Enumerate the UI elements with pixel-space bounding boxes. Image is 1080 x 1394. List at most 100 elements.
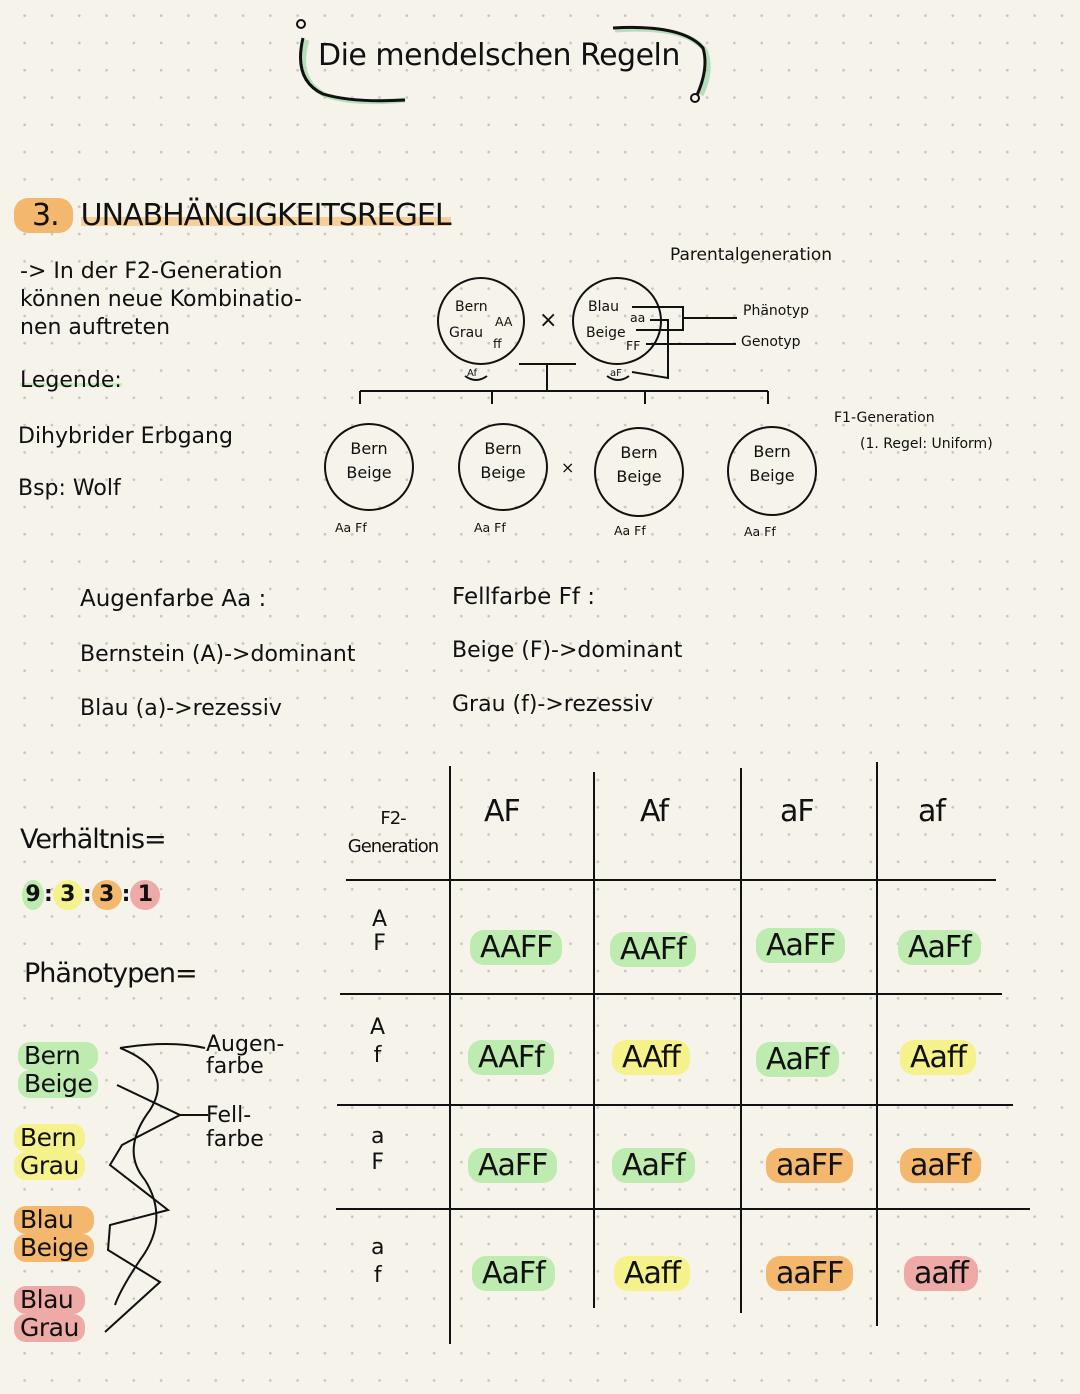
- grid-line: [593, 772, 595, 1308]
- phenotype-bern-beige: Bern Beige: [18, 1042, 99, 1098]
- ratio-value-3a: 3: [52, 880, 83, 910]
- genotype-label: Genotyp: [741, 334, 801, 350]
- parent1-circle: Bern AA Grau ff: [437, 277, 525, 365]
- offspring-eye: Bern: [484, 439, 522, 458]
- phenotype-fur: Grau: [14, 1314, 85, 1342]
- title-bracket-decoration: [296, 19, 711, 105]
- offspring-fur: Beige: [480, 463, 526, 482]
- phenotype-eye: Blau: [14, 1286, 85, 1314]
- ratio-value-9: 9: [22, 880, 44, 910]
- row-allele: F: [373, 931, 386, 956]
- ratio-value-1: 1: [130, 880, 161, 910]
- grid-line: [449, 766, 451, 1344]
- punnett-cell: AaFf: [898, 930, 981, 965]
- offspring-genotype: Aa Ff: [614, 523, 646, 538]
- phenotype-eye: Bern: [18, 1042, 99, 1070]
- corner-line: F2-: [380, 808, 406, 829]
- row-allele: f: [373, 1263, 382, 1288]
- f1-label: F1-Generation: [834, 410, 935, 426]
- grid-line: [340, 993, 1002, 995]
- offspring-eye: Bern: [620, 443, 658, 462]
- column-header: aF: [780, 794, 815, 829]
- parent1-fur: Grau: [449, 325, 484, 341]
- parent2-eye-genotype: aa: [630, 310, 646, 325]
- parent2-gamete: aF: [610, 368, 622, 379]
- eye-color-label: Augen- farbe: [206, 1034, 284, 1078]
- punnett-cell: AaFF: [756, 928, 846, 963]
- offspring-eye: Bern: [350, 439, 388, 458]
- f1-offspring-1: Bern Beige: [324, 423, 414, 511]
- punnett-cell: aaFF: [766, 1256, 854, 1291]
- corner-line: Generation: [347, 836, 439, 857]
- label-line: Augen-: [206, 1032, 285, 1057]
- punnett-cell: Aaff: [614, 1256, 691, 1291]
- grid-line: [336, 1208, 1030, 1210]
- grid-line: [337, 1104, 1013, 1106]
- punnett-cell: AAFf: [610, 932, 696, 967]
- row-allele: f: [373, 1043, 382, 1068]
- fur-trait-recessive: Grau (f)->rezessiv: [452, 692, 654, 717]
- fur-trait-dominant: Beige (F)->dominant: [452, 638, 683, 663]
- ratio-separator: :: [121, 882, 131, 907]
- row-allele: a: [371, 1235, 385, 1260]
- punnett-cell: aaFf: [900, 1148, 981, 1183]
- punnett-cell: aaff: [904, 1256, 978, 1291]
- label-line: Fell-: [206, 1103, 252, 1128]
- phenotype-bern-grau: Bern Grau: [14, 1124, 85, 1180]
- eye-trait-recessive: Blau (a)->rezessiv: [80, 696, 282, 721]
- parent2-eye: Blau: [588, 299, 619, 315]
- ratio-values: 9:3:3:1: [22, 880, 161, 910]
- eye-trait-dominant: Bernstein (A)->dominant: [80, 642, 356, 667]
- ratio-separator: :: [44, 882, 53, 907]
- punnett-cell: AaFf: [612, 1148, 695, 1183]
- grid-line: [740, 768, 742, 1313]
- row-allele: A: [372, 907, 388, 932]
- parent1-fur-genotype: ff: [493, 336, 502, 351]
- f1-offspring-4: Bern Beige: [727, 426, 817, 516]
- parental-label: Parentalgeneration: [670, 245, 833, 265]
- grid-line: [346, 879, 996, 881]
- punnett-corner: F2- Generation: [340, 805, 446, 861]
- phenotype-label: Phänotyp: [743, 303, 809, 319]
- parent1-eye-genotype: AA: [495, 314, 513, 329]
- intro-line: können neue Kombinatio-: [20, 287, 302, 312]
- phenotype-eye: Blau: [14, 1206, 95, 1234]
- fur-trait-heading: Fellfarbe Ff :: [452, 584, 595, 610]
- punnett-cell: AaFF: [468, 1148, 558, 1183]
- label-line: farbe: [206, 1054, 264, 1079]
- punnett-cell: AaFf: [472, 1256, 555, 1291]
- cross-symbol: ×: [539, 308, 558, 333]
- legend-label: Legende:: [20, 368, 122, 393]
- offspring-genotype: Aa Ff: [335, 520, 367, 535]
- eye-trait-heading: Augenfarbe Aa :: [80, 586, 267, 612]
- f1-note: (1. Regel: Uniform): [860, 436, 993, 452]
- offspring-genotype: Aa Ff: [474, 520, 506, 535]
- parent2-fur: Beige: [586, 325, 626, 341]
- offspring-genotype: Aa Ff: [744, 524, 776, 539]
- punnett-cell: aaFF: [766, 1148, 854, 1183]
- phenotype-fur: Beige: [18, 1070, 99, 1098]
- intro-line: -> In der F2-Generation: [20, 259, 283, 284]
- punnett-cell: AAFf: [468, 1040, 554, 1075]
- intro-line: nen auftreten: [20, 315, 171, 340]
- phenotype-blau-grau: Blau Grau: [14, 1286, 85, 1342]
- intro-text: -> In der F2-Generation können neue Komb…: [20, 258, 302, 342]
- column-header: AF: [484, 794, 521, 829]
- parent2-circle: Blau aa Beige FF: [572, 277, 662, 365]
- punnett-cell: AaFf: [756, 1042, 839, 1077]
- ratio-label: Verhältnis=: [20, 824, 167, 855]
- example-label: Bsp: Wolf: [18, 476, 121, 501]
- offspring-eye: Bern: [753, 442, 791, 461]
- fur-color-label: Fell- farbe: [206, 1104, 264, 1152]
- ratio-separator: :: [82, 882, 92, 907]
- f1-cross-symbol: ×: [561, 458, 575, 477]
- punnett-cell: Aaff: [900, 1040, 977, 1075]
- pedigree-lines: [359, 306, 769, 404]
- grid-line: [876, 762, 878, 1326]
- row-allele: F: [371, 1150, 385, 1175]
- phenotype-blau-beige: Blau Beige: [14, 1206, 95, 1262]
- f1-offspring-3: Bern Beige: [594, 427, 684, 517]
- phenotype-connector-lines: [104, 1043, 208, 1333]
